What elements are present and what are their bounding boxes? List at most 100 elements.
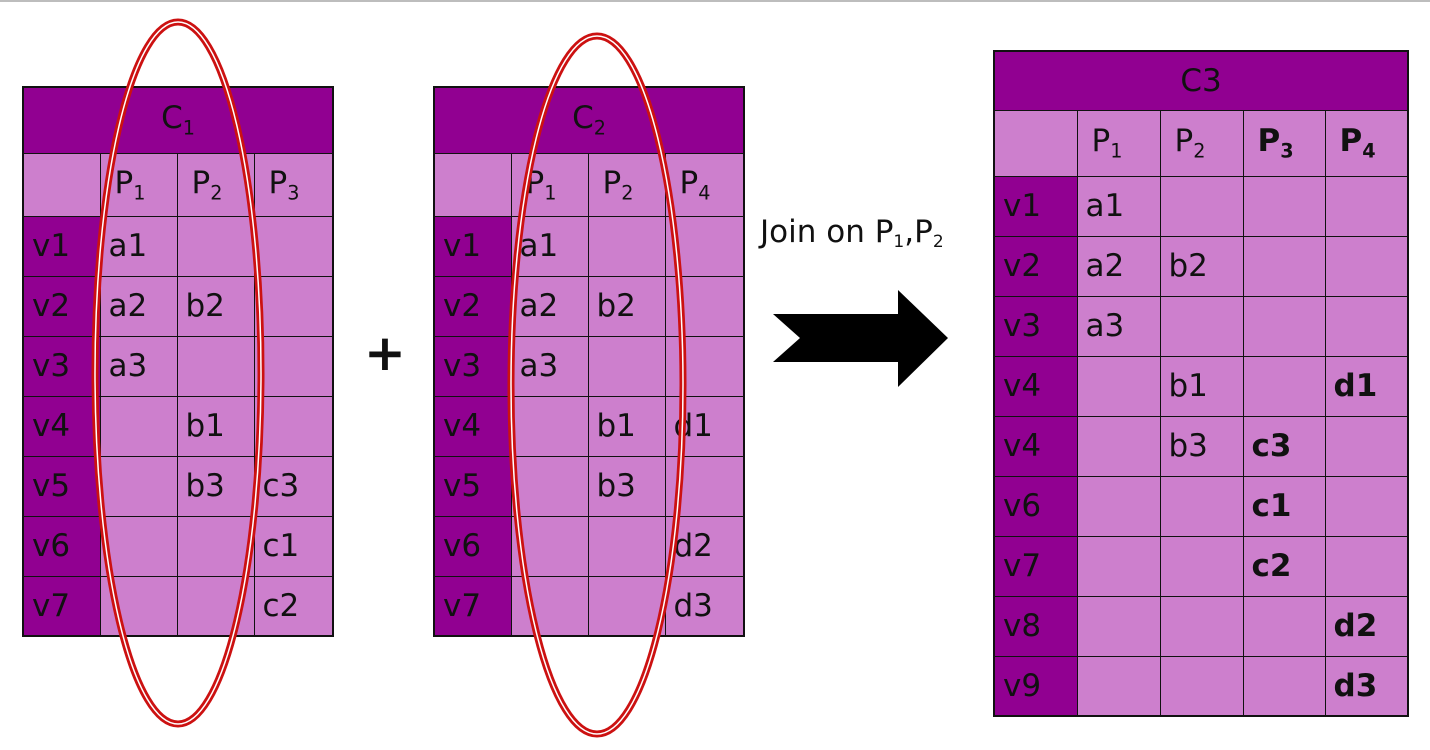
table-cell: [99, 575, 178, 637]
table-cell: c2: [1242, 535, 1326, 597]
table-cell: [253, 335, 334, 397]
table-cell: b3: [1159, 415, 1244, 477]
row-label: v6: [433, 515, 512, 577]
table-cell: [1324, 415, 1409, 477]
table-row: v6 d2: [433, 515, 745, 577]
table-cell: [664, 215, 745, 277]
table-row: v5 b3 c3: [22, 455, 334, 517]
table-row: v2 a2 b2: [993, 235, 1409, 297]
table-cell: [587, 215, 666, 277]
top-rule: [0, 0, 1430, 2]
table-cell: a3: [1076, 295, 1161, 357]
table-row: v5 b3: [433, 455, 745, 517]
table-cell: c2: [253, 575, 334, 637]
table-cell: d2: [1324, 595, 1409, 657]
table-cell: [1324, 535, 1409, 597]
table-cell: [510, 515, 589, 577]
table-cell: [1242, 295, 1326, 357]
table-cell: b2: [1159, 235, 1244, 297]
row-label: v6: [22, 515, 101, 577]
table-cell: d1: [664, 395, 745, 457]
table-row: v6 c1: [993, 475, 1409, 537]
table-cell: b1: [176, 395, 255, 457]
table-cell: [99, 515, 178, 577]
table-cell: d1: [1324, 355, 1409, 417]
table-c1-col-header: P1: [99, 152, 178, 217]
table-c1: C1 P1 P2 P3 v1 a1 v2 a2 b2 v3 a3 v4 b1 v…: [22, 86, 334, 637]
table-row: v4 b1: [22, 395, 334, 457]
row-label: v4: [993, 415, 1078, 477]
table-c2-title: C2: [433, 86, 745, 154]
table-cell: [1324, 475, 1409, 537]
table-cell: b3: [587, 455, 666, 517]
row-label: v9: [993, 655, 1078, 717]
table-c3: C3 P1 P2 P3 P4 v1 a1 v2 a2 b2 v3 a3 v4 b…: [993, 50, 1410, 717]
table-c1-title: C1: [22, 86, 334, 154]
table-c2-col-header: P1: [510, 152, 589, 217]
table-cell: c1: [253, 515, 334, 577]
row-label: v2: [22, 275, 101, 337]
table-cell: a1: [1076, 175, 1161, 237]
table-cell: [510, 575, 589, 637]
row-label: v1: [22, 215, 101, 277]
table-row: v3 a3: [433, 335, 745, 397]
row-label: v1: [993, 175, 1078, 237]
table-cell: d3: [664, 575, 745, 637]
table-cell: [1076, 535, 1161, 597]
table-cell: [176, 515, 255, 577]
table-c1-corner: [22, 152, 101, 217]
table-c3-col-header: P1: [1076, 109, 1161, 177]
table-row: v2 a2 b2: [433, 275, 745, 337]
table-row: v1 a1: [433, 215, 745, 277]
table-cell: d2: [664, 515, 745, 577]
table-cell: [176, 575, 255, 637]
table-cell: [1242, 355, 1326, 417]
plus-sign: +: [364, 324, 406, 382]
table-cell: [1159, 595, 1244, 657]
table-row: v1 a1: [993, 175, 1409, 237]
table-c1-col-header: P3: [253, 152, 334, 217]
table-row: v8 d2: [993, 595, 1409, 657]
table-cell: [1159, 535, 1244, 597]
table-cell: a3: [510, 335, 589, 397]
table-cell: [253, 275, 334, 337]
row-label: v7: [22, 575, 101, 637]
table-c2-corner: [433, 152, 512, 217]
table-cell: [1242, 655, 1326, 717]
table-cell: b3: [176, 455, 255, 517]
row-label: v7: [433, 575, 512, 637]
table-cell: b1: [587, 395, 666, 457]
table-cell: [587, 335, 666, 397]
table-cell: [1324, 295, 1409, 357]
row-label: v3: [993, 295, 1078, 357]
row-label: v3: [22, 335, 101, 397]
table-cell: [1076, 355, 1161, 417]
table-cell: b2: [587, 275, 666, 337]
table-c2-col-header: P2: [587, 152, 666, 217]
row-label: v5: [22, 455, 101, 517]
table-cell: d3: [1324, 655, 1409, 717]
table-cell: [1076, 475, 1161, 537]
row-label: v4: [993, 355, 1078, 417]
table-cell: [99, 455, 178, 517]
table-c2-col-header: P4: [664, 152, 745, 217]
table-row: v1 a1: [22, 215, 334, 277]
table-cell: [1242, 595, 1326, 657]
table-cell: [1076, 595, 1161, 657]
table-cell: [99, 395, 178, 457]
table-cell: [1076, 655, 1161, 717]
table-c1-col-header: P2: [176, 152, 255, 217]
table-cell: [664, 275, 745, 337]
table-cell: [1159, 295, 1244, 357]
table-cell: [1324, 235, 1409, 297]
table-cell: [587, 575, 666, 637]
table-cell: [176, 215, 255, 277]
table-row: v4 b1 d1: [433, 395, 745, 457]
table-row: v9 d3: [993, 655, 1409, 717]
table-row: v7 d3: [433, 575, 745, 637]
row-label: v8: [993, 595, 1078, 657]
table-cell: a2: [99, 275, 178, 337]
table-cell: [1159, 655, 1244, 717]
table-cell: a3: [99, 335, 178, 397]
table-row: v6 c1: [22, 515, 334, 577]
